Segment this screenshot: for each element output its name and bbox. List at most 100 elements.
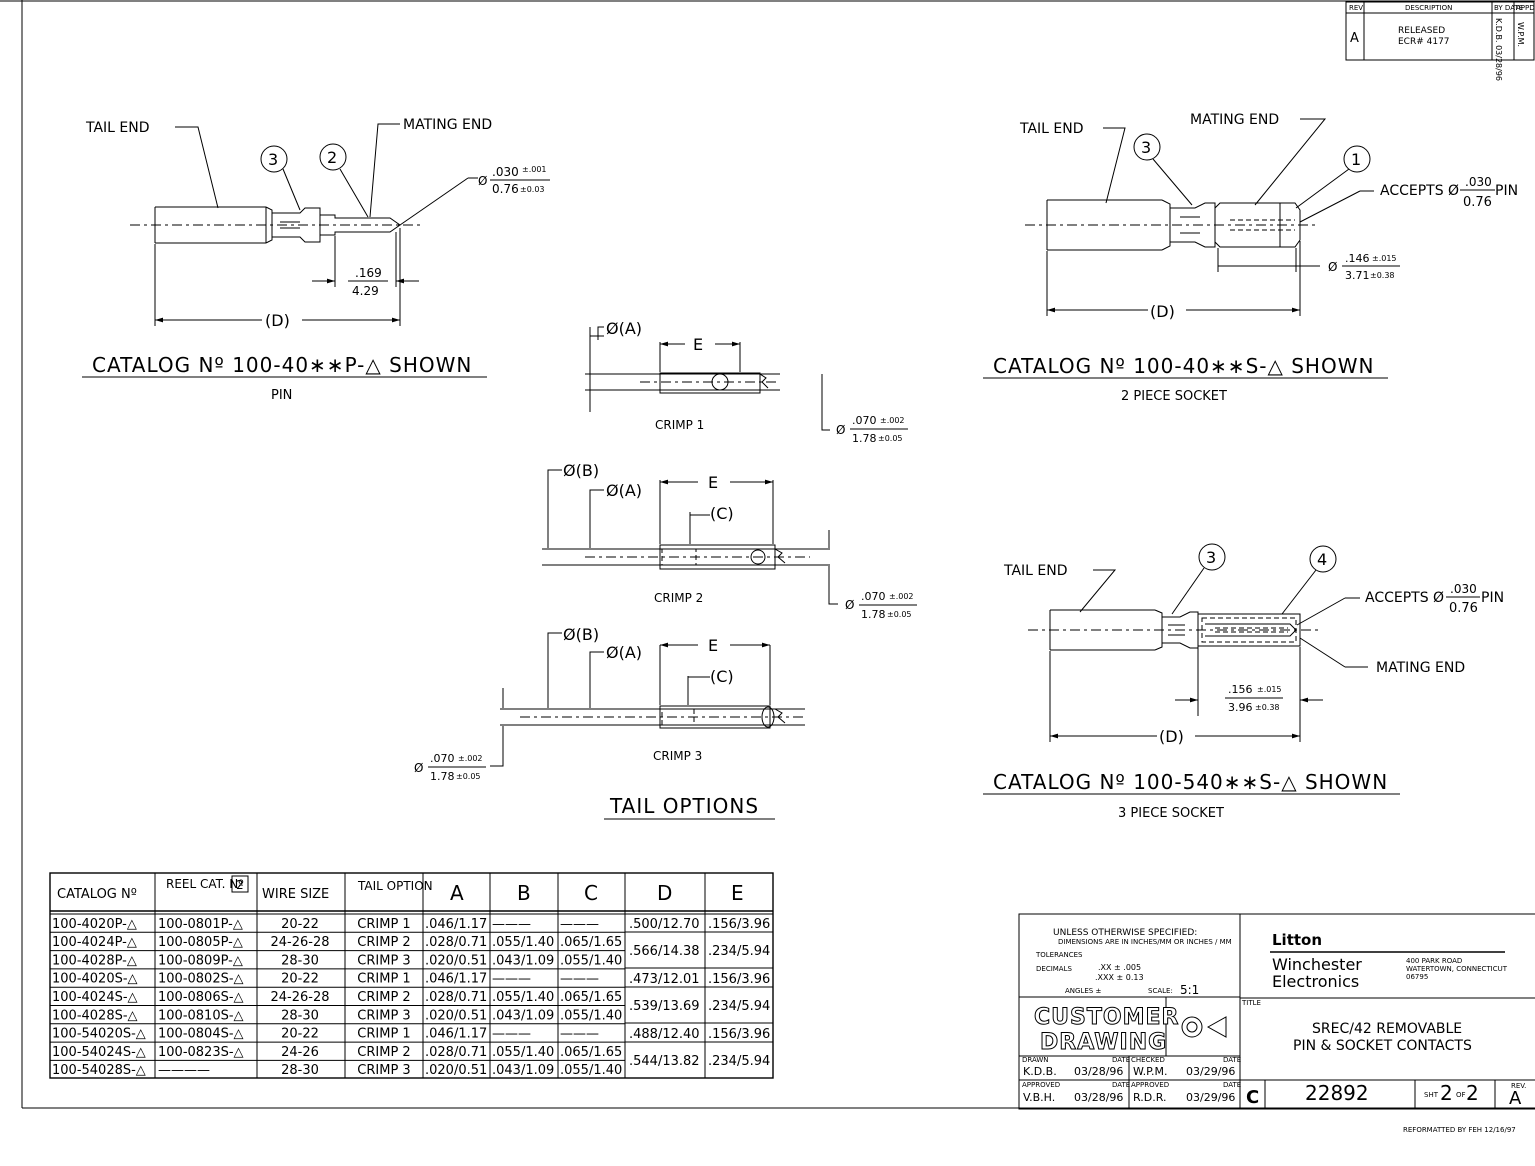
pin-view: TAIL END MATING END 3 2 Ø .030 ±.001 0.7… <box>82 117 550 403</box>
tb-unless: UNLESS OTHERWISE SPECIFIED: <box>1053 928 1197 938</box>
table-cell: ——— <box>560 1027 599 1042</box>
col-catalog-header: CATALOG Nº <box>57 887 137 902</box>
crimp1-wire-mm: 1.78 <box>852 432 877 445</box>
crimp2-e-label: E <box>708 473 718 492</box>
socket2-dim-dia: Ø <box>1328 260 1337 274</box>
table-cell: CRIMP 3 <box>357 1008 410 1023</box>
table-cell: 100-0805P-△ <box>158 935 243 950</box>
table-cell: .065/1.65 <box>560 1045 622 1060</box>
socket2-dim-mm-tol: ±0.38 <box>1370 271 1395 280</box>
table-cell: CRIMP 3 <box>357 1063 410 1078</box>
company-logo: Litton <box>1272 931 1322 949</box>
table-cell: ——— <box>560 972 599 987</box>
tb-decimals: DECIMALS <box>1036 965 1072 973</box>
table-cell-e: .156/3.96 <box>708 1027 770 1042</box>
projection-cone-icon <box>1206 1016 1227 1038</box>
table-cell: 100-0810S-△ <box>158 1008 244 1023</box>
col-reel-header: REEL CAT. Nº <box>166 877 244 891</box>
table-cell: ——— <box>492 972 531 987</box>
company-address1: 400 PARK ROAD <box>1406 957 1462 965</box>
table-cell: CRIMP 3 <box>357 953 410 968</box>
socket3-d-label: (D) <box>1159 727 1184 746</box>
footer-note: REFORMATTED BY FEH 12/16/97 <box>1403 1126 1516 1134</box>
socket2-accepts-mm: 0.76 <box>1463 195 1492 210</box>
crimp2-label: CRIMP 2 <box>654 591 703 605</box>
table-cell: CRIMP 2 <box>357 1045 410 1060</box>
table-cell: 100-0823S-△ <box>158 1045 244 1060</box>
socket3-mating-end-label: MATING END <box>1376 660 1465 676</box>
pin-dia-symbol: Ø <box>478 174 487 188</box>
crimp2-c-label: (C) <box>710 504 734 523</box>
table-cell: 100-0804S-△ <box>158 1027 244 1042</box>
table-cell: ———— <box>158 1063 210 1078</box>
table-cell-d: .473/12.01 <box>629 972 700 987</box>
crimp3-wire-dia-symbol: Ø <box>414 761 423 775</box>
table-cell: .046/1.17 <box>425 917 487 932</box>
table-cell: 100-4020P-△ <box>52 917 137 932</box>
tb-scale-label: SCALE: <box>1148 987 1173 995</box>
table-cell: CRIMP 1 <box>357 972 410 987</box>
tb-scale: 5:1 <box>1180 983 1199 997</box>
pin-d-label: (D) <box>265 311 290 330</box>
crimp3-wire-mm: 1.78 <box>430 770 455 783</box>
table-cell: .020/0.51 <box>425 1008 487 1023</box>
tb-drawn-date-label: DATE <box>1112 1056 1130 1064</box>
table-cell: 100-4024P-△ <box>52 935 137 950</box>
table-cell: .046/1.17 <box>425 972 487 987</box>
table-cell: .065/1.65 <box>560 935 622 950</box>
socket2-accepts-label: ACCEPTS Ø <box>1380 183 1459 199</box>
crimp1-wire-mm-tol: ±0.05 <box>878 434 903 443</box>
socket3-dim-inch-tol: ±.015 <box>1257 685 1282 694</box>
table-cell: 20-22 <box>281 972 319 987</box>
table-cell-d: .539/13.69 <box>629 999 700 1014</box>
table-cell: .046/1.17 <box>425 1027 487 1042</box>
tb-tolerances: TOLERANCES <box>1035 951 1083 959</box>
socket3-dim-inch: .156 <box>1228 683 1253 696</box>
table-cell: 100-0802S-△ <box>158 972 244 987</box>
table-cell: 20-22 <box>281 1027 319 1042</box>
crimp3-wire-inch: .070 <box>430 752 455 765</box>
table-cell: 28-30 <box>281 1063 319 1078</box>
crimp1-wire-inch-tol: ±.002 <box>880 416 905 425</box>
table-cell: .055/1.40 <box>560 1008 622 1023</box>
crimp2-wire-mm-tol: ±0.05 <box>887 610 912 619</box>
table-cell: .043/1.09 <box>492 1008 554 1023</box>
pin-dia-inch: .030 <box>492 165 519 179</box>
table-cell: .055/1.40 <box>492 990 554 1005</box>
projection-circle-icon <box>1181 1016 1203 1038</box>
table-cell: .028/0.71 <box>425 1045 487 1060</box>
crimp2-wire-inch: .070 <box>861 590 886 603</box>
company-address3: 06795 <box>1406 973 1428 981</box>
rev-value: A <box>1350 31 1359 46</box>
rev-description-2: ECR# 4177 <box>1398 37 1450 47</box>
col-e-header: E <box>731 881 745 905</box>
socket2-subcaption: 2 PIECE SOCKET <box>1121 389 1227 404</box>
tail-options: Ø(A) E CRIMP 1 Ø .070 ±.002 1.78 ±0.05 Ø… <box>414 319 917 820</box>
tb-xxx: .XXX ± 0.13 <box>1095 973 1144 982</box>
socket3-accepts-suffix: PIN <box>1481 590 1504 606</box>
table-cell: .028/0.71 <box>425 990 487 1005</box>
crimp1-dia-a: Ø(A) <box>606 319 642 338</box>
crimp1-wire-inch: .070 <box>852 414 877 427</box>
crimp3-e-label: E <box>708 636 718 655</box>
socket3-dim-mm-tol: ±0.38 <box>1255 703 1280 712</box>
socket2-accepts-suffix: PIN <box>1495 183 1518 199</box>
tb-drawn-by: K.D.B. <box>1023 1065 1057 1078</box>
crimp2-dia-a: Ø(A) <box>606 481 642 500</box>
table-cell: 100-4020S-△ <box>52 972 138 987</box>
table-cell: 100-0809P-△ <box>158 953 243 968</box>
table-cell: CRIMP 2 <box>357 990 410 1005</box>
table-cell: .055/1.40 <box>560 953 622 968</box>
pin-dia-mm-tol: ±0.03 <box>520 185 545 194</box>
pin-len-inch: .169 <box>355 266 382 280</box>
company-address2: WATERTOWN, CONNECTICUT <box>1406 965 1508 973</box>
table-cell: 100-4028P-△ <box>52 953 137 968</box>
company-line2: Electronics <box>1272 972 1359 991</box>
tb-size: C <box>1246 1087 1259 1108</box>
pin-caption: CATALOG Nº 100-40∗∗P-△ SHOWN <box>92 353 472 377</box>
socket3-caption: CATALOG Nº 100-540∗∗S-△ SHOWN <box>993 770 1388 794</box>
appd-header: APPD <box>1516 4 1535 12</box>
tb-dims: DIMENSIONS ARE IN INCHES/MM OR INCHES / … <box>1058 938 1232 946</box>
table-cell: 24-26-28 <box>270 935 329 950</box>
